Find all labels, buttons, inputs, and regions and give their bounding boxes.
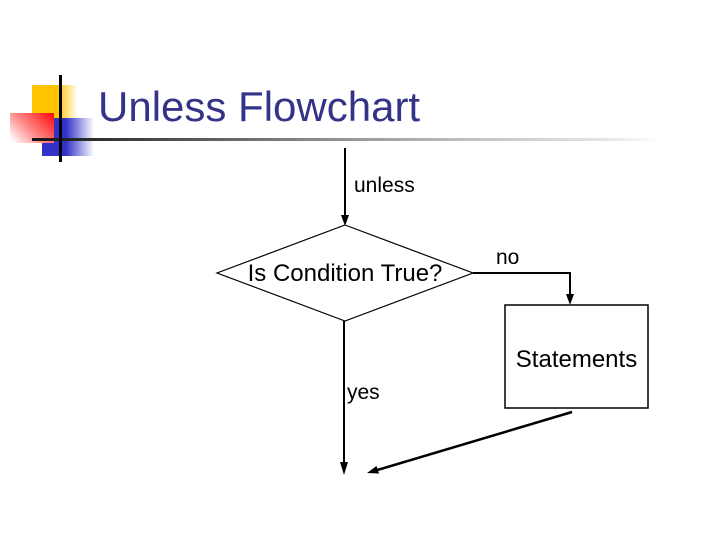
yes-arrowhead	[340, 462, 348, 475]
unless-arrowhead	[341, 215, 349, 226]
statements-box	[504, 304, 649, 409]
title-underline	[32, 138, 660, 141]
slide-title: Unless Flowchart	[98, 83, 421, 130]
decision-label: Is Condition True?	[247, 260, 443, 287]
yes-label: yes	[347, 381, 380, 404]
decoration-vertical-line	[59, 75, 62, 162]
unless-label: unless	[354, 174, 415, 197]
loopback-arrowhead	[367, 466, 379, 474]
no-arrowhead	[566, 294, 574, 305]
no-connector-line	[473, 272, 571, 296]
statements-label: Statements	[515, 346, 638, 373]
decoration-yellow-square	[32, 85, 78, 118]
no-label: no	[496, 246, 520, 269]
loopback-arrow-line	[373, 410, 573, 473]
